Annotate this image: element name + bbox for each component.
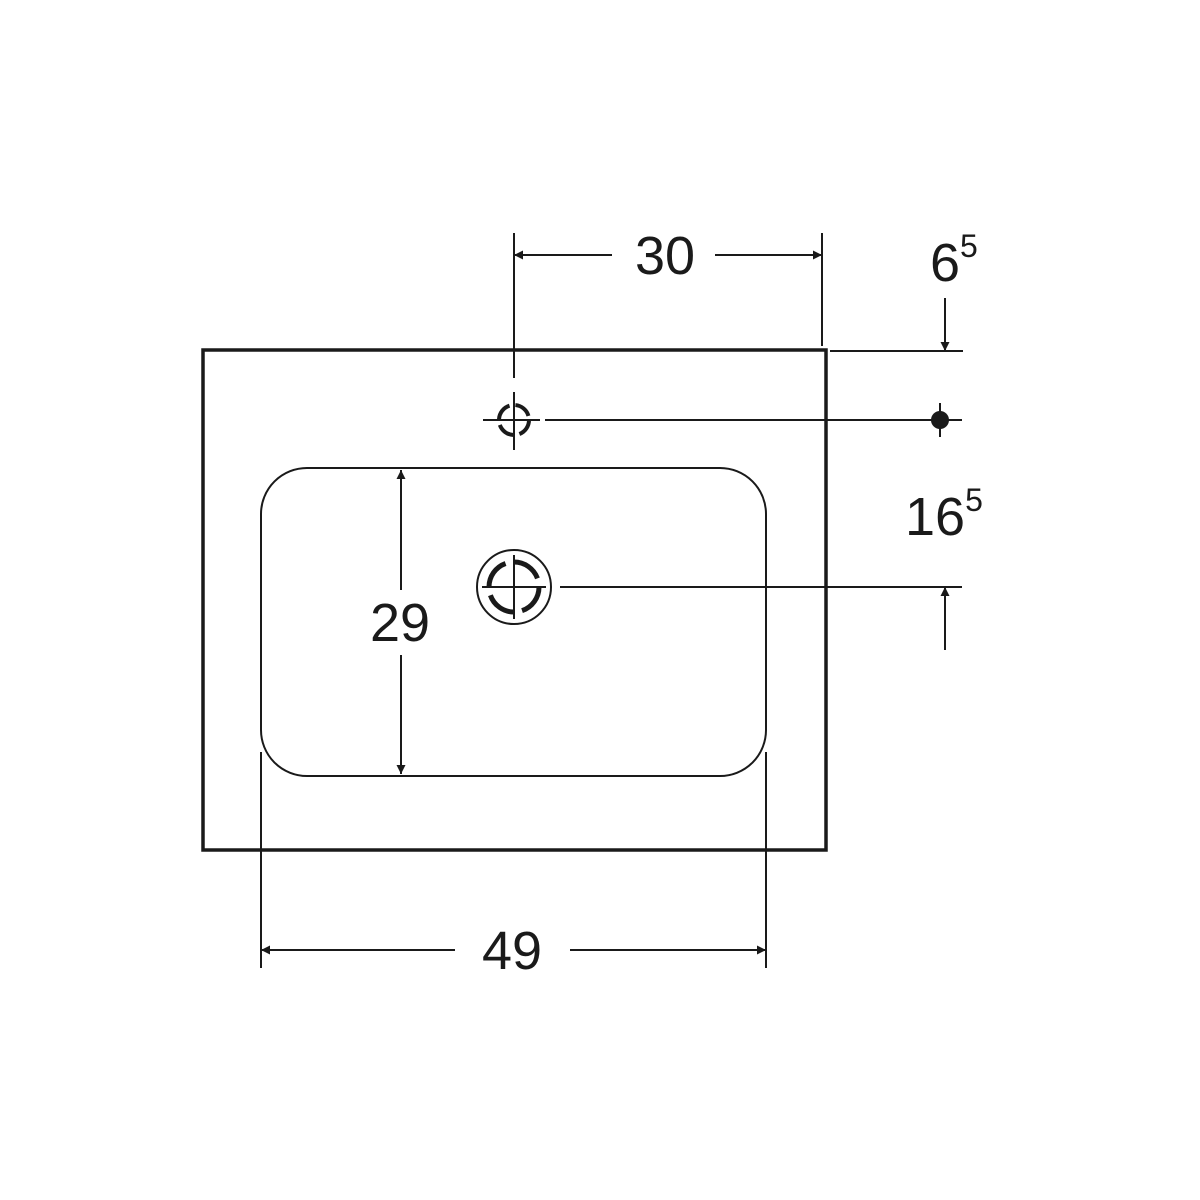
reference-point-icon [931, 403, 949, 437]
dimension-superscript: 5 [965, 482, 983, 518]
tap-hole-icon [483, 392, 540, 450]
drain-icon [476, 549, 552, 625]
dimension-label-16-5: 165 [905, 482, 983, 547]
bowl-outline [260, 467, 767, 777]
dimension-label-6-5: 65 [930, 228, 978, 293]
dimension-label-30: 30 [635, 226, 695, 286]
dimension-superscript: 5 [960, 228, 978, 264]
dimension-label-49: 49 [482, 921, 542, 981]
dimension-main: 6 [930, 233, 960, 293]
dimension-label-29: 29 [370, 593, 430, 653]
dimension-main: 16 [905, 487, 965, 547]
